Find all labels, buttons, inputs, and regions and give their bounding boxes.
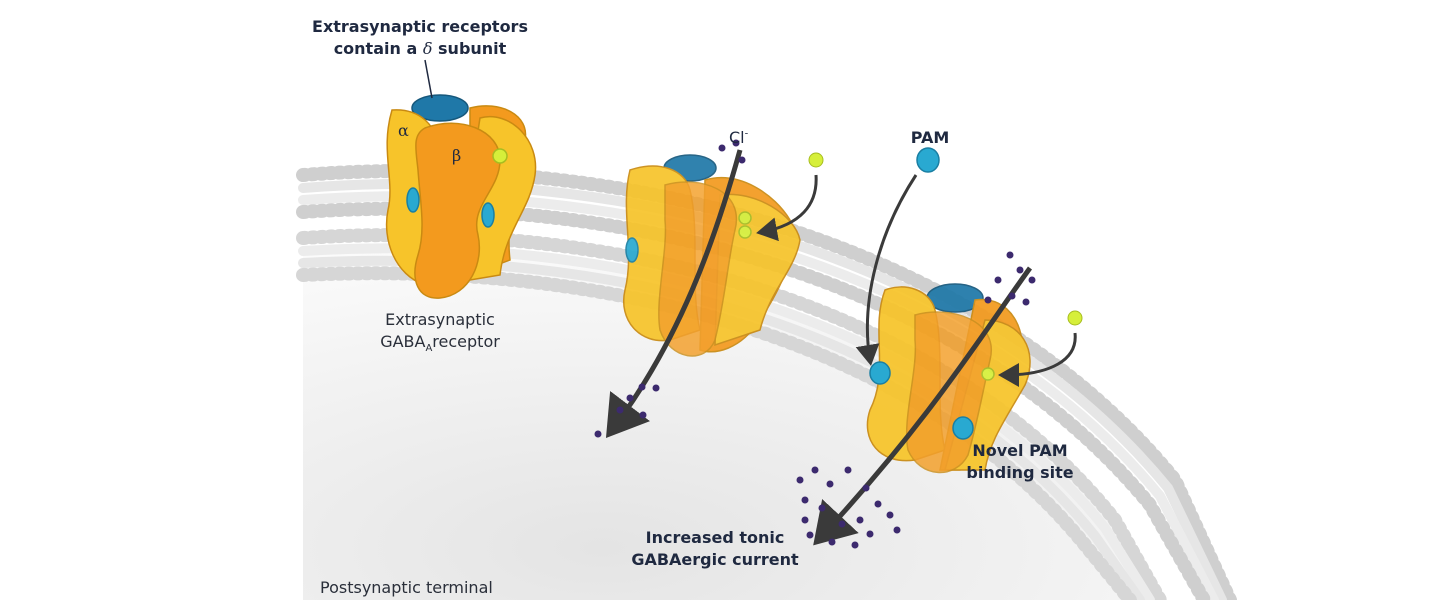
delta-symbol: δ — [422, 39, 433, 58]
receptor-resting — [385, 94, 537, 299]
receptor-caption: Extrasynaptic GABAAreceptor — [355, 309, 525, 360]
beta-label: β — [452, 146, 462, 165]
chloride-label: Cl- — [729, 128, 748, 147]
delta-subunit-note: Extrasynaptic receptors contain a δ subu… — [300, 16, 540, 60]
current-line2: GABAergic current — [631, 550, 799, 569]
chloride-ions — [594, 139, 1036, 549]
novel-line2: binding site — [966, 463, 1074, 482]
chloride-symbol: Cl — [729, 128, 745, 147]
current-line1: Increased tonic — [645, 528, 785, 547]
gaba-free — [808, 152, 824, 168]
gaba-binding-arrow — [756, 174, 818, 242]
pam-molecule — [916, 147, 940, 173]
chloride-charge: - — [744, 128, 749, 140]
delta-note-suffix: subunit — [432, 39, 507, 58]
delta-note-line1: Extrasynaptic receptors — [312, 17, 528, 36]
pam-bound-novel-site — [952, 416, 974, 440]
gaba-binding-arrow-2 — [998, 332, 1077, 387]
delta-subunit — [411, 94, 469, 122]
pam-bound-left — [869, 361, 891, 385]
alpha-label: α — [398, 121, 409, 140]
receptor-caption-gaba: GABA — [380, 332, 426, 351]
postsynaptic-cytoplasm — [303, 252, 1160, 600]
delta-note-prefix: contain a — [333, 39, 423, 58]
chloride-flow-arrow — [605, 149, 743, 438]
pam-label: PAM — [910, 128, 950, 147]
receptor-caption-suffix: receptor — [432, 332, 500, 351]
receptor-caption-sub: A — [425, 343, 433, 355]
gaba-molecule — [492, 148, 508, 164]
novel-pam-site-label: Novel PAM binding site — [955, 440, 1085, 484]
postsynaptic-terminal-label: Postsynaptic terminal — [320, 578, 493, 597]
tonic-current-label: Increased tonic GABAergic current — [615, 527, 815, 571]
delta-pointer-line — [424, 59, 433, 99]
receptor-caption-line1: Extrasynaptic — [385, 310, 495, 329]
gaba-free-2 — [1067, 310, 1083, 326]
novel-line1: Novel PAM — [972, 441, 1068, 460]
pam-binding-arrow — [855, 174, 918, 366]
